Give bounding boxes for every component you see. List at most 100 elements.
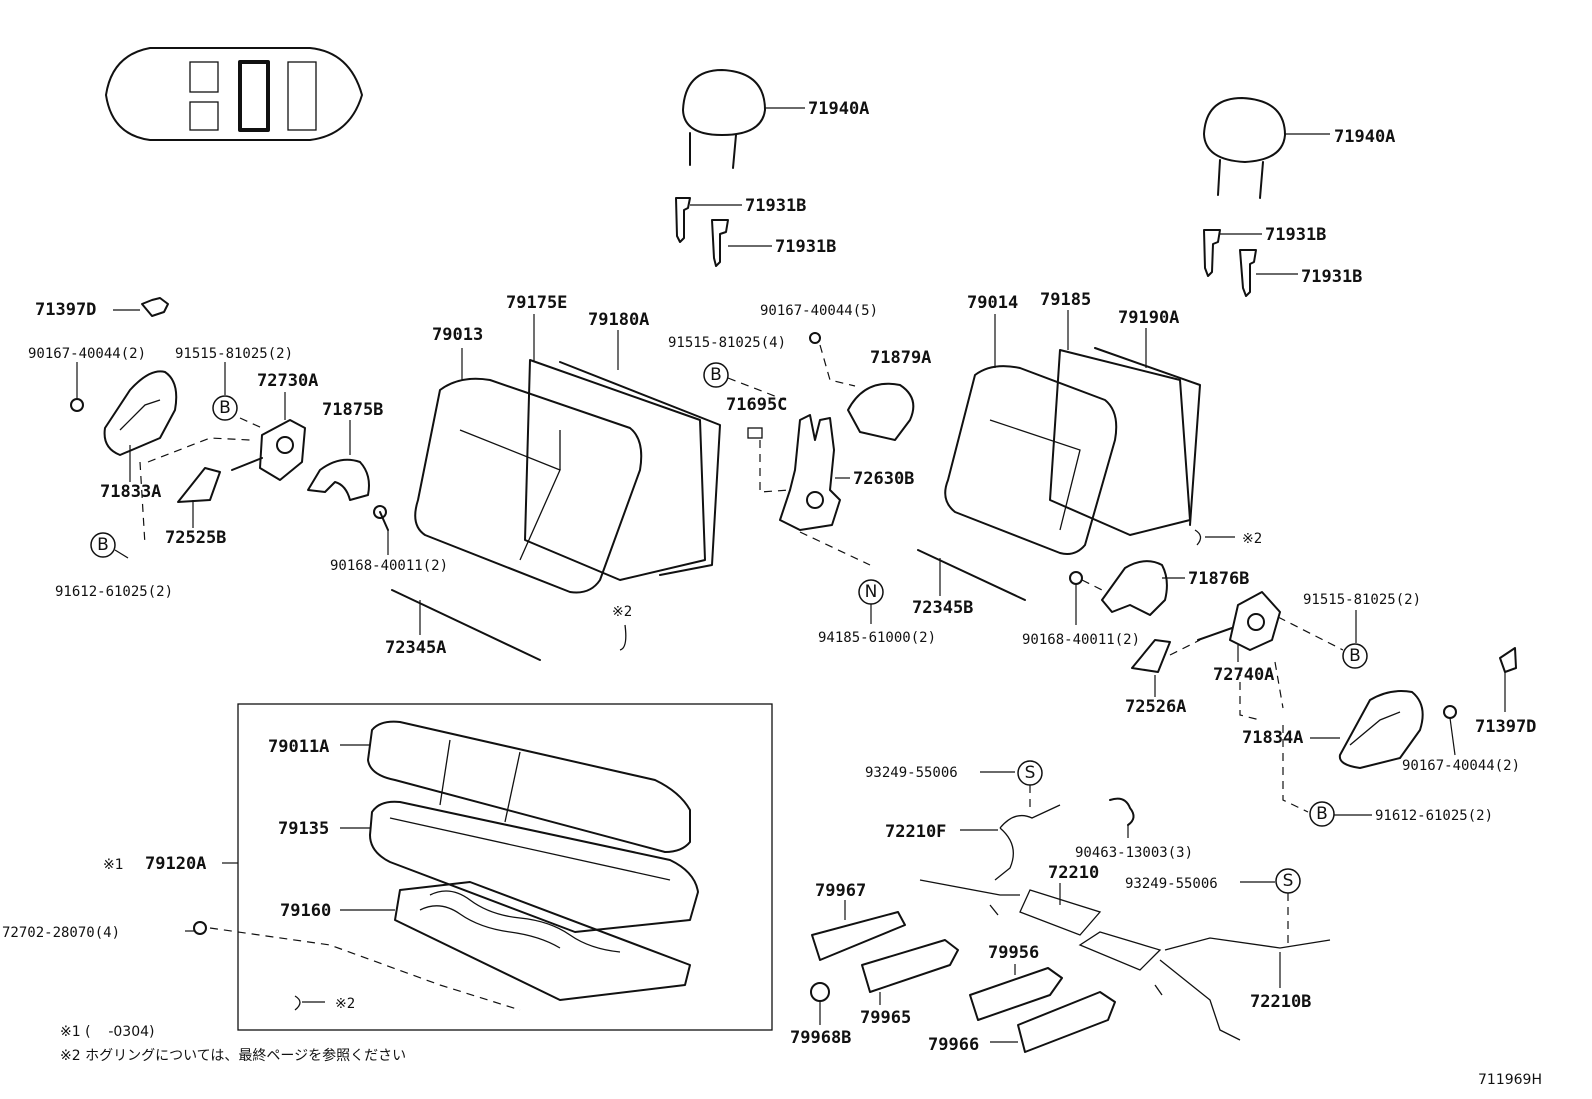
hog-ring-icon <box>294 995 301 1011</box>
part-label: 72730A <box>257 371 318 391</box>
part-label: 90168-40011(2) <box>1022 632 1140 648</box>
part-label: 71879A <box>870 348 931 368</box>
guard-65-icon <box>861 939 959 993</box>
bolt-icon <box>1443 705 1457 719</box>
part-label: 79011A <box>268 737 329 757</box>
clip-icon <box>810 982 830 1002</box>
note-mark: ※2 <box>612 604 632 620</box>
headrest-right-icon <box>1203 97 1286 199</box>
note-mark: ※2 <box>335 996 355 1012</box>
cover-clip-icon <box>1499 647 1517 673</box>
note-mark: ※1 <box>103 857 124 873</box>
cushion-frame-icon <box>394 881 691 1001</box>
part-label: 72702-28070(4) <box>2 925 120 941</box>
center-pad-icon <box>747 427 763 439</box>
trim-right-icon <box>1101 560 1168 616</box>
hog-ring-icon <box>1194 529 1202 546</box>
hinge-cover-right-icon <box>1338 690 1424 769</box>
cushion-assembly-box <box>237 703 773 1031</box>
note-mark: ※2 <box>1242 531 1262 547</box>
part-label: 79160 <box>280 901 331 921</box>
part-label: 71695C <box>726 395 787 415</box>
part-label: 72345B <box>912 598 973 618</box>
center-lock-icon <box>779 414 841 531</box>
part-label: 72210 <box>1048 863 1099 883</box>
support-icon <box>675 197 1257 297</box>
bolt-icon <box>1069 571 1083 585</box>
part-label: 90167-40044(2) <box>28 346 146 362</box>
part-label: 72210B <box>1250 992 1311 1012</box>
s-symbol-text: S <box>1283 871 1294 891</box>
part-label: 79014 <box>967 293 1018 313</box>
part-label: 90167-40044(2) <box>1402 758 1520 774</box>
part-label: 71940A <box>1334 127 1395 147</box>
bolt-icon <box>70 398 84 412</box>
b-symbol-text: B <box>1349 646 1361 666</box>
part-label: 90167-40044(5) <box>760 303 878 319</box>
guard-56-icon <box>969 967 1063 1021</box>
diagram-id: 711969H <box>1478 1072 1542 1088</box>
knob-right-icon <box>1131 639 1171 673</box>
part-label: 71940A <box>808 99 869 119</box>
part-label: 79968B <box>790 1028 851 1048</box>
b-symbol-text: B <box>97 535 109 555</box>
part-label: 79120A <box>145 854 206 874</box>
part-label: 91612-61025(2) <box>55 584 173 600</box>
cushion-cover-icon <box>367 720 691 853</box>
b-symbol <box>90 532 116 558</box>
part-label: 94185-61000(2) <box>818 630 936 646</box>
b-symbol <box>212 395 238 421</box>
part-label: 72525B <box>165 528 226 548</box>
part-label: 91612-61025(2) <box>1375 808 1493 824</box>
guard-67-icon <box>811 911 906 961</box>
part-label: 71931B <box>1265 225 1326 245</box>
part-label: 79965 <box>860 1008 911 1028</box>
cable-icon <box>919 879 1331 1041</box>
b-symbol-text: B <box>1316 804 1328 824</box>
part-label: 90168-40011(2) <box>330 558 448 574</box>
part-label: 72630B <box>853 469 914 489</box>
part-label: 71397D <box>35 300 96 320</box>
part-label: 71833A <box>100 482 161 502</box>
part-label: 79190A <box>1118 308 1179 328</box>
hog-ring-icon <box>619 624 627 651</box>
part-label: 91515-81025(2) <box>1303 592 1421 608</box>
hinge-cover-left-icon <box>103 370 178 456</box>
part-label: 71397D <box>1475 717 1536 737</box>
part-label: 72526A <box>1125 697 1186 717</box>
cushion-pad-icon <box>369 800 699 933</box>
part-label: 93249-55006 <box>865 765 958 781</box>
part-label: 79180A <box>588 310 649 330</box>
part-label: 79135 <box>278 819 329 839</box>
b-symbol <box>703 362 729 388</box>
part-label: 71876B <box>1188 569 1249 589</box>
bolt-icon <box>809 332 821 344</box>
part-label: 79966 <box>928 1035 979 1055</box>
part-label: 72345A <box>385 638 446 658</box>
trim-left-icon <box>307 458 370 501</box>
rod-left-icon <box>391 589 541 661</box>
footnote-1: ※1 ( -0304) <box>60 1024 155 1040</box>
s-symbol-text: S <box>1025 763 1036 783</box>
rod-right-icon <box>917 549 1026 601</box>
clamp-icon <box>1109 797 1135 826</box>
b-symbol <box>1309 801 1335 827</box>
part-label: 90463-13003(3) <box>1075 845 1193 861</box>
footnote-2: ※2 ホグリングについては、最終ページを参照ください <box>60 1047 406 1064</box>
cover-clip-icon <box>141 297 169 317</box>
center-cover-icon <box>847 382 915 441</box>
b-symbol-text: B <box>710 365 722 385</box>
b-symbol-text: B <box>219 398 231 418</box>
part-label: 79013 <box>432 325 483 345</box>
part-label: 79956 <box>988 943 1039 963</box>
part-label: 79185 <box>1040 290 1091 310</box>
seat-back-right-icon <box>944 347 1201 555</box>
lock-right-icon <box>1197 591 1281 651</box>
bolt-168-icon <box>379 511 389 531</box>
part-label: 79175E <box>506 293 567 313</box>
part-label: 71931B <box>745 196 806 216</box>
part-label: 91515-81025(4) <box>668 335 786 351</box>
part-label: 71875B <box>322 400 383 420</box>
part-label: 91515-81025(2) <box>175 346 293 362</box>
